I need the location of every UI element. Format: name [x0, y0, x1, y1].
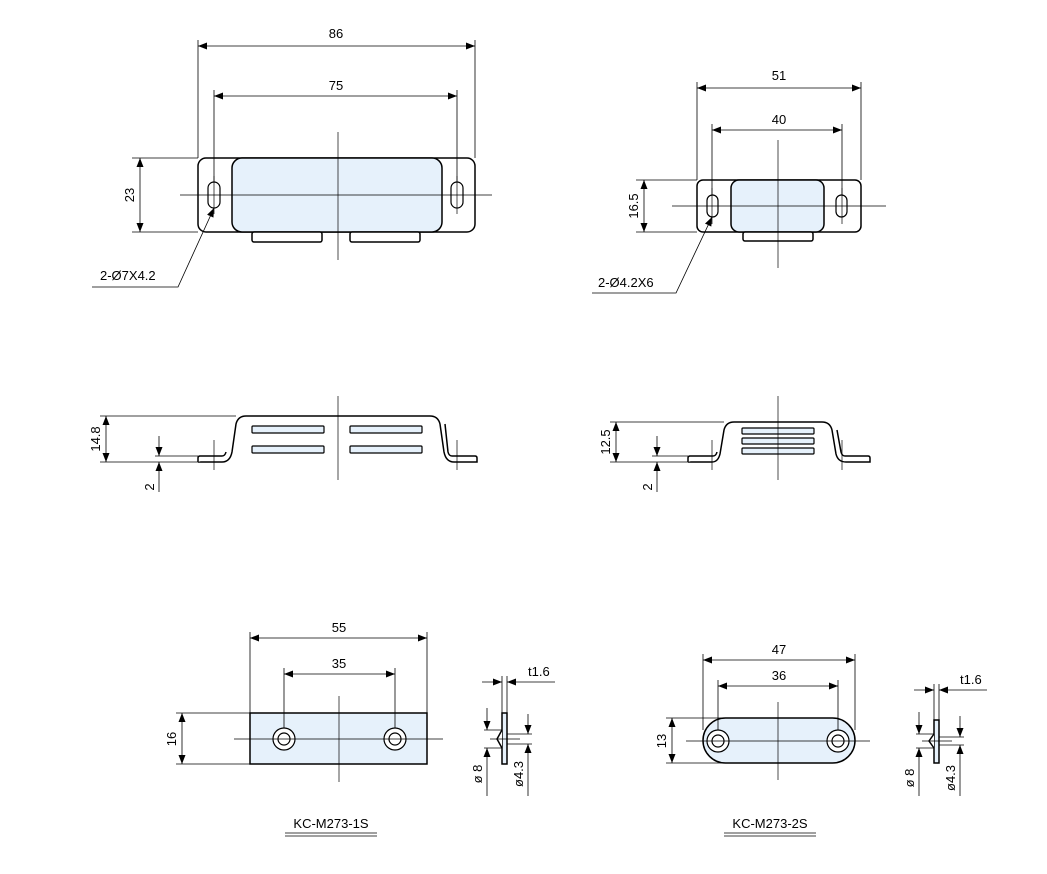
large-side-thickness-dim: 2 [142, 483, 157, 490]
plate-2s-section-view: t1.6 ø 8 ø4.3 [902, 672, 987, 796]
plate-1s-model-label: KC-M273-1S [293, 816, 368, 831]
plate-1s-hole-dim: ø4.3 [511, 761, 526, 787]
plate-2s-hole-dim: ø4.3 [943, 765, 958, 791]
small-hole-spec-label: 2-Ø4.2X6 [598, 275, 654, 290]
large-magnet-top-view: 86 75 23 2-Ø7X4.2 [92, 26, 492, 288]
plate-1s-front-view: 55 35 16 [164, 620, 443, 782]
plate-1s-height-dim: 16 [164, 732, 179, 746]
large-hole-spec-label: 2-Ø7X4.2 [100, 268, 156, 283]
plate-2s-thickness-dim: t1.6 [960, 672, 982, 687]
plate-2s-counterbore-dim: ø 8 [902, 769, 917, 788]
large-overall-width-dim: 86 [329, 26, 343, 41]
plate-1s-width-dim: 55 [332, 620, 346, 635]
plate-2s-front-view: 47 36 13 [654, 642, 870, 780]
plate-1s-counterbore-dim: ø 8 [470, 765, 485, 784]
large-hole-pitch-dim: 75 [329, 78, 343, 93]
plate-2s-height-dim: 13 [654, 734, 669, 748]
plate-2s-model-label: KC-M273-2S [732, 816, 807, 831]
large-height-dim: 23 [122, 188, 137, 202]
small-magnet-side-view: 12.5 2 [598, 396, 871, 492]
plate-2s-pitch-dim: 36 [772, 668, 786, 683]
small-magnet-top-view: 51 40 16.5 2-Ø4.2X6 [592, 68, 886, 294]
plate-1s-section-view: t1.6 ø 8 ø4.3 [470, 664, 555, 796]
plate-2s-caption: KC-M273-2S [724, 816, 816, 837]
small-hole-pitch-dim: 40 [772, 112, 786, 127]
small-overall-width-dim: 51 [772, 68, 786, 83]
plate-2s-width-dim: 47 [772, 642, 786, 657]
plate-1s-pitch-dim: 35 [332, 656, 346, 671]
large-magnet-side-view: 14.8 2 [88, 396, 478, 492]
plate-1s-caption: KC-M273-1S [285, 816, 377, 837]
large-side-height-dim: 14.8 [88, 426, 103, 451]
small-side-height-dim: 12.5 [598, 429, 613, 454]
small-height-dim: 16.5 [626, 193, 641, 218]
plate-1s-thickness-dim: t1.6 [528, 664, 550, 679]
small-side-thickness-dim: 2 [640, 483, 655, 490]
